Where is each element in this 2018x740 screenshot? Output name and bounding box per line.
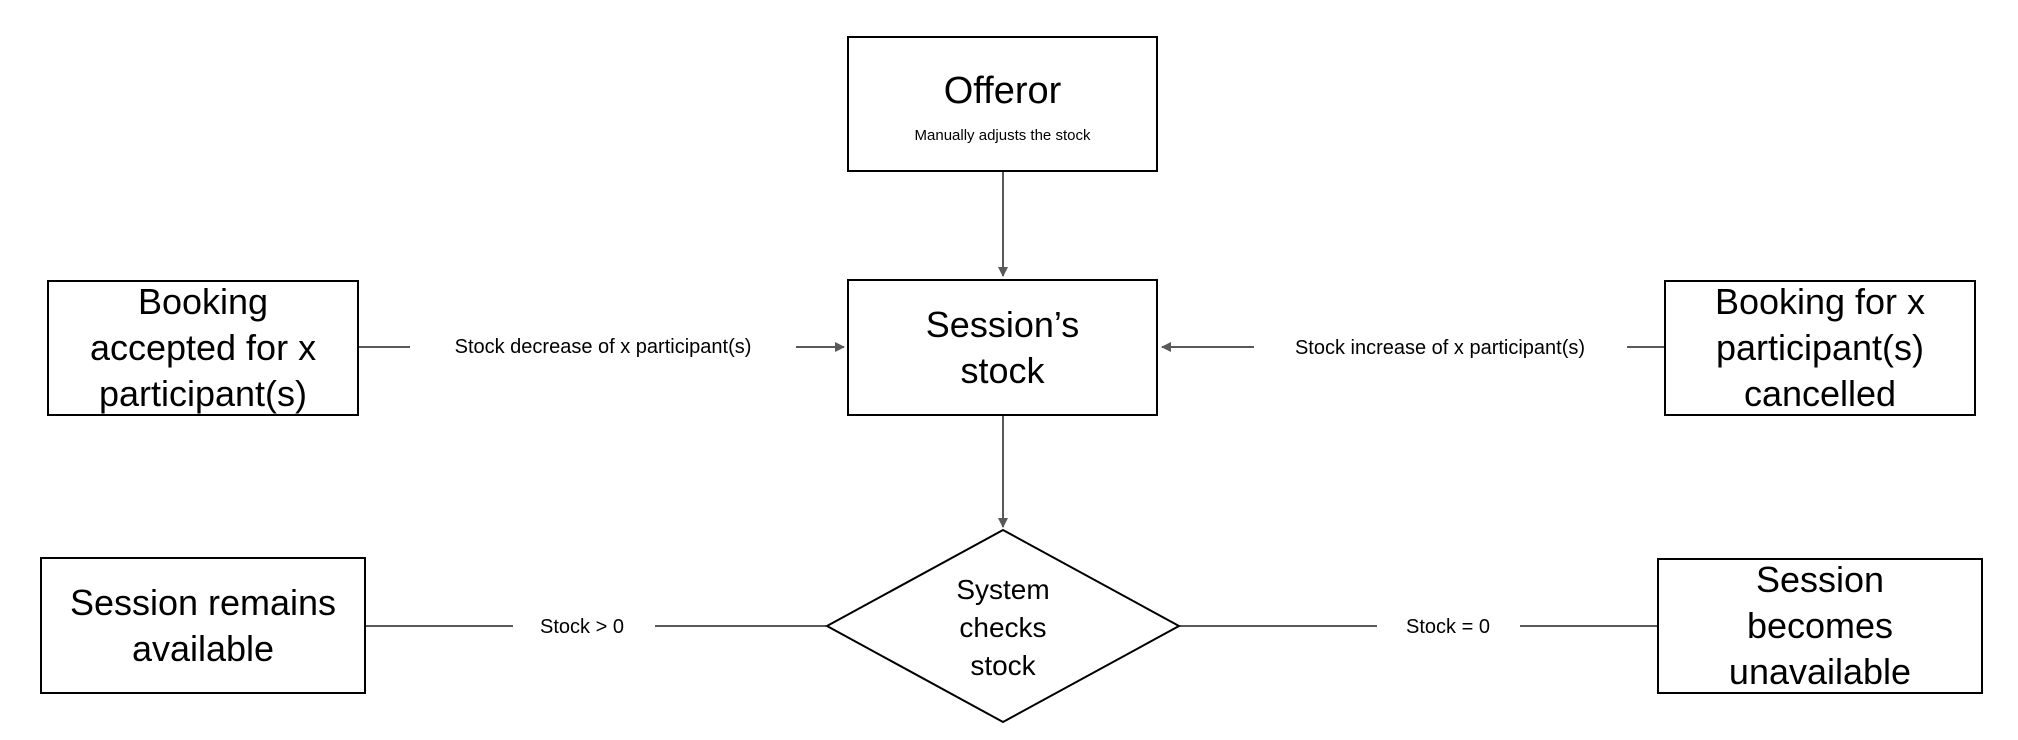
session-stock-node: Session’s stock <box>847 279 1158 416</box>
offeror-title: Offeror <box>943 70 1062 112</box>
booking-accepted-line1: Booking <box>137 281 269 322</box>
session-unavailable-line1: Session <box>1755 559 1885 600</box>
booking-cancelled-line3: cancelled <box>1743 373 1897 414</box>
session-unavailable-node: Session becomes unavailable <box>1657 558 1983 694</box>
edge-label-increase: Stock increase of x participant(s) <box>1290 336 1590 360</box>
booking-accepted-node: Booking accepted for x participant(s) <box>47 280 359 416</box>
booking-accepted-line2: accepted for x <box>89 327 317 368</box>
booking-cancelled-line2: participant(s) <box>1715 327 1925 368</box>
session-stock-line1: Session’s <box>925 303 1080 345</box>
edge-label-decrease: Stock decrease of x participant(s) <box>450 335 756 359</box>
system-check-line1: System <box>956 574 1050 605</box>
session-unavailable-line2: becomes <box>1746 605 1894 646</box>
edge-label-gt-zero: Stock > 0 <box>536 615 628 639</box>
session-available-node: Session remains available <box>40 557 366 694</box>
system-check-label: System checks stock <box>956 571 1049 685</box>
booking-accepted-line3: participant(s) <box>98 373 308 414</box>
decision-diamond <box>824 528 1182 724</box>
session-available-line2: available <box>131 627 275 669</box>
edge-label-eq-zero: Stock = 0 <box>1402 615 1494 639</box>
system-check-line2: checks <box>959 612 1047 643</box>
offeror-node: Offeror Manually adjusts the stock <box>847 36 1158 172</box>
session-stock-line2: stock <box>960 349 1045 391</box>
booking-cancelled-line1: Booking for x <box>1714 281 1926 322</box>
session-available-line1: Session remains <box>69 581 337 623</box>
session-unavailable-line3: unavailable <box>1728 651 1912 692</box>
system-check-line3: stock <box>970 650 1036 681</box>
booking-cancelled-node: Booking for x participant(s) cancelled <box>1664 280 1976 416</box>
offeror-subtitle: Manually adjusts the stock <box>914 127 1091 144</box>
